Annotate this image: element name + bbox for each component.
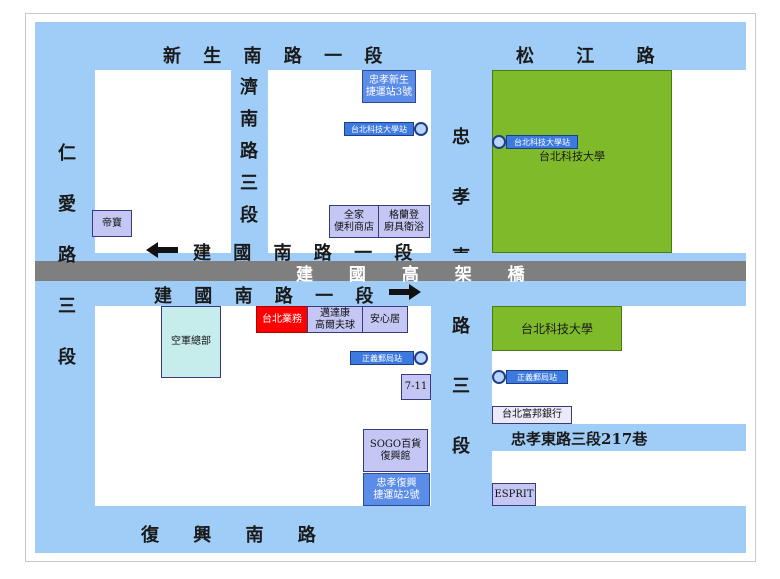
ntut-campus-north-label: 台北科技大學 [539, 150, 605, 163]
ntut-station-right: 台北科技大學站 [506, 135, 578, 149]
taipei-jade: 台北業務 [256, 306, 308, 333]
ntut-campus-south: 台北科技大學 [492, 306, 622, 351]
zhongxiao-east-lower-label: 路三段 [452, 316, 470, 457]
sogo-fuxing: SOGO百貨 復興館 [363, 429, 428, 472]
block-sw [95, 306, 431, 506]
golden-bath: 格蘭登 廚具衛浴 [378, 205, 430, 238]
mrt-xinsheng-exit3: 忠孝新生 捷運站3號 [362, 70, 416, 103]
fuxing-south-road-label: 復 興 南 路 [141, 525, 316, 546]
post-station-left: 正義郵局站 [350, 351, 414, 365]
anxinju: 安心居 [362, 306, 408, 333]
bus-stop-icon [492, 135, 506, 149]
yidakang: 邁達康 高爾夫球 [307, 306, 363, 333]
esprit: ESPRIT [492, 483, 536, 506]
jianguo-south-road-upper-label: 建 國 南 路 一 段 [193, 243, 413, 264]
jianguo-elevated-label: 建 國 高 架 橋 [296, 265, 525, 285]
air-force-hq: 空軍總部 [161, 306, 221, 378]
mrt-fuxing-exit2: 忠孝復興 捷運站2號 [363, 473, 430, 506]
bus-stop-icon [492, 370, 506, 384]
fubon-bank: 台北富邦銀行 [492, 406, 572, 424]
zhongxiao-east-upper-label: 忠孝東路三段 [452, 127, 470, 253]
zhongxiao-lane-label: 忠孝東路三段217巷 [511, 430, 648, 448]
familymart: 全家 便利商店 [329, 205, 379, 238]
songjiang-road-label: 松 江 路 [516, 46, 655, 67]
jianguo-elevated-road [35, 261, 746, 281]
bus-stop-icon [414, 122, 428, 136]
post-station-right: 正義郵局站 [506, 370, 568, 384]
ntut-station-left: 台北科技大學站 [344, 122, 414, 136]
dibao: 帝寶 [92, 210, 132, 237]
xinsheng-south-road-label: 新 生 南 路 一 段 [163, 46, 383, 67]
seven-eleven: 7-11 [401, 374, 431, 400]
ntut-campus-north [492, 70, 672, 253]
jianguo-south-road-lower-label: 建 國 南 路 一 段 [154, 286, 374, 307]
arrow-left-icon [146, 242, 178, 258]
arrow-right-icon [389, 284, 421, 300]
map-frame: 建 國 高 架 橋 新 生 南 路 一 段 松 江 路 建 國 南 路 一 段 … [25, 13, 756, 562]
jinan-road-label: 濟南路三段 [240, 77, 258, 226]
bus-stop-icon [414, 351, 428, 365]
renai-road-label: 仁愛路三段 [58, 143, 76, 368]
